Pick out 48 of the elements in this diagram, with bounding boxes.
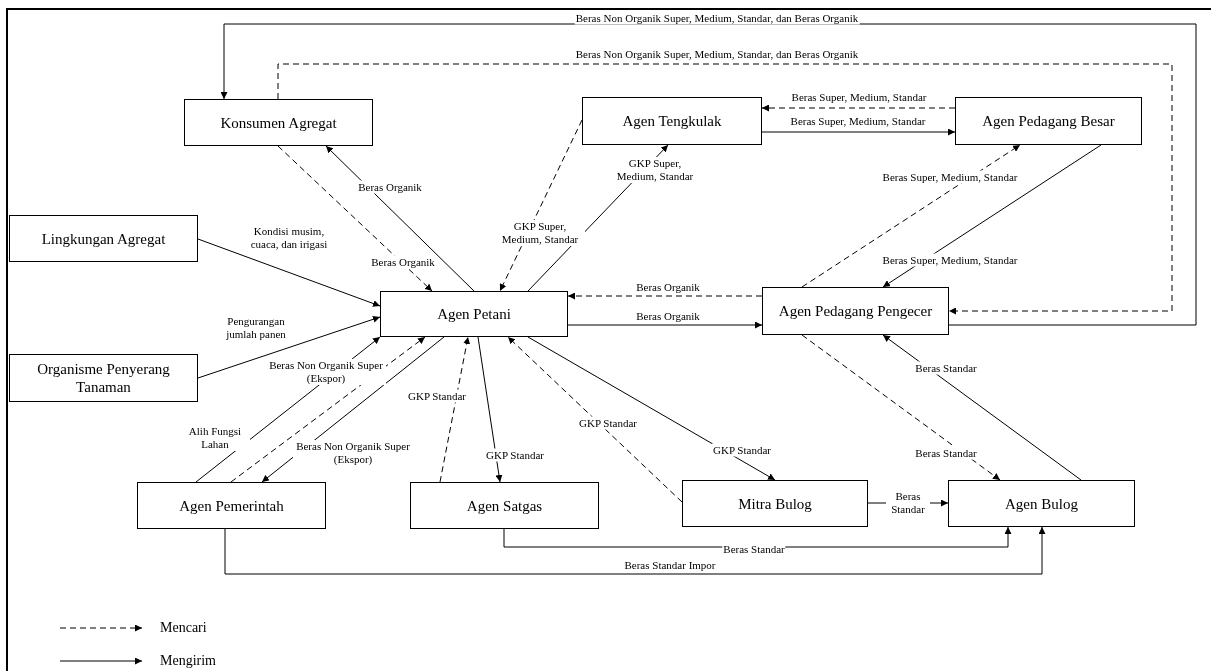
agent-box: Agen Pemerintah <box>137 482 326 529</box>
legend-label: Mencari <box>160 620 207 636</box>
arrow <box>277 145 433 292</box>
legend-label: Mengirim <box>160 653 216 669</box>
agent-box: Agen Bulog <box>948 480 1135 527</box>
edge-label: Beras Standar <box>914 361 978 375</box>
edge-label: Beras Organik <box>357 180 423 194</box>
edge-label: Beras Organik <box>370 255 436 269</box>
edge-label: GKP Standar <box>407 389 467 403</box>
arrow <box>277 63 1173 315</box>
agent-box: Organisme Penyerang Tanaman <box>9 354 198 402</box>
edge-label: GKP Standar <box>578 416 638 430</box>
arrow <box>197 238 381 307</box>
arrow <box>477 336 503 483</box>
edge-label: Beras Non Organik Super (Ekspor) <box>266 359 386 385</box>
agent-box: Konsumen Agregat <box>184 99 373 146</box>
agent-box: Mitra Bulog <box>682 480 868 527</box>
arrow <box>261 336 445 483</box>
arrow <box>439 336 471 483</box>
arrow <box>567 292 763 300</box>
agent-box: Agen Pedagang Pengecer <box>762 287 949 335</box>
arrow <box>527 336 776 481</box>
agent-box: Agen Tengkulak <box>582 97 762 145</box>
arrow <box>507 336 683 503</box>
agent-box: Agen Petani <box>380 291 568 337</box>
edge-label: Beras Standar <box>914 446 978 460</box>
arrow <box>882 144 1102 288</box>
arrow <box>882 334 1082 481</box>
arrow <box>567 321 763 329</box>
agent-box: Agen Satgas <box>410 482 599 529</box>
arrow <box>801 144 1021 288</box>
arrow <box>224 526 1046 575</box>
arrow <box>325 145 475 292</box>
edge-label: GKP Standar <box>485 448 545 462</box>
edge-label: GKP Standar <box>712 443 772 457</box>
arrow <box>230 336 426 483</box>
arrow <box>761 104 956 112</box>
arrow <box>801 334 1001 481</box>
arrow <box>197 315 381 379</box>
arrow <box>761 128 956 136</box>
edge-label: Beras Non Organik Super (Ekspor) <box>293 440 413 466</box>
edge-label: Beras Super, Medium, Standar <box>881 253 1019 267</box>
edge-label: Kondisi musim, cuaca, dan irigasi <box>249 225 329 251</box>
edge-label: Beras Standar <box>886 490 930 516</box>
agent-box: Lingkungan Agregat <box>9 215 198 262</box>
agent-box: Agen Pedagang Besar <box>955 97 1142 145</box>
edge-label: Beras Super, Medium, Standar <box>881 170 1019 184</box>
arrow <box>499 119 583 292</box>
